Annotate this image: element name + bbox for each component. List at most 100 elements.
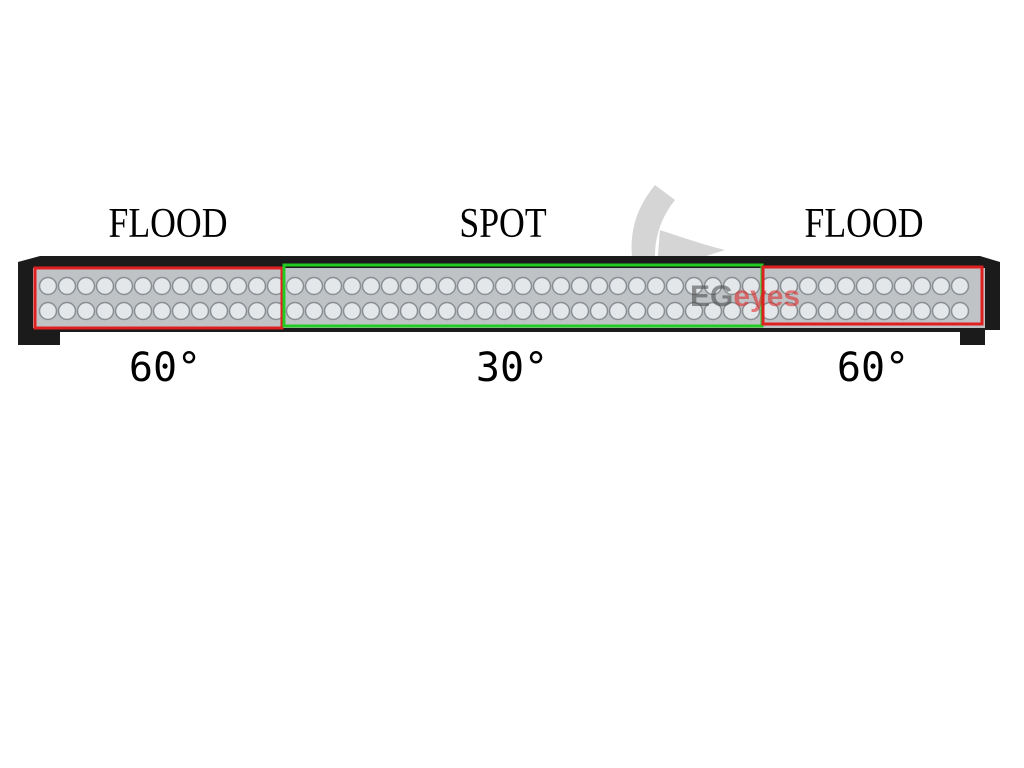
led xyxy=(209,301,229,321)
led xyxy=(171,301,191,321)
led xyxy=(836,276,856,296)
led xyxy=(931,276,951,296)
led xyxy=(380,301,400,321)
led xyxy=(76,276,96,296)
led xyxy=(817,276,837,296)
led xyxy=(475,276,495,296)
led xyxy=(114,276,134,296)
led xyxy=(399,276,419,296)
led xyxy=(893,301,913,321)
led xyxy=(133,301,153,321)
led xyxy=(494,301,514,321)
led xyxy=(342,276,362,296)
led xyxy=(741,276,761,296)
led xyxy=(418,276,438,296)
led xyxy=(684,276,704,296)
led xyxy=(912,301,932,321)
led xyxy=(57,276,77,296)
flood-right-angle: 60° xyxy=(836,345,910,391)
led xyxy=(323,276,343,296)
led xyxy=(855,276,875,296)
led xyxy=(551,276,571,296)
watermark-text-b: eyes xyxy=(733,280,801,313)
led xyxy=(570,276,590,296)
led xyxy=(703,276,723,296)
spot-label: SPOT xyxy=(459,201,547,247)
led xyxy=(437,301,457,321)
led xyxy=(304,301,324,321)
led xyxy=(589,276,609,296)
led xyxy=(133,276,153,296)
led xyxy=(855,301,875,321)
flood-left-box xyxy=(33,266,284,330)
led xyxy=(950,301,970,321)
led xyxy=(513,301,533,321)
led xyxy=(665,276,685,296)
led xyxy=(285,276,305,296)
led xyxy=(190,301,210,321)
led xyxy=(646,301,666,321)
led xyxy=(57,301,77,321)
led xyxy=(38,276,58,296)
flood-right-box xyxy=(761,265,984,326)
led xyxy=(722,276,742,296)
led xyxy=(304,276,324,296)
led xyxy=(456,301,476,321)
led xyxy=(323,301,343,321)
led xyxy=(76,301,96,321)
led xyxy=(456,276,476,296)
watermark: EGeyes xyxy=(690,280,800,314)
led xyxy=(285,301,305,321)
flood-left-label: FLOOD xyxy=(108,201,228,247)
led xyxy=(893,276,913,296)
led xyxy=(171,276,191,296)
led xyxy=(836,301,856,321)
led xyxy=(152,276,172,296)
led xyxy=(741,301,761,321)
led xyxy=(589,301,609,321)
led xyxy=(779,276,799,296)
led xyxy=(38,301,58,321)
led xyxy=(779,301,799,321)
led xyxy=(228,276,248,296)
led xyxy=(627,301,647,321)
flood-left-angle: 60° xyxy=(128,345,202,391)
led xyxy=(570,301,590,321)
led xyxy=(874,301,894,321)
led xyxy=(722,301,742,321)
led xyxy=(475,301,495,321)
led xyxy=(152,301,172,321)
led xyxy=(798,276,818,296)
led xyxy=(627,276,647,296)
led xyxy=(190,276,210,296)
led xyxy=(494,276,514,296)
led xyxy=(684,301,704,321)
led xyxy=(874,276,894,296)
led xyxy=(551,301,571,321)
watermark-text-a: EG xyxy=(690,280,734,313)
led xyxy=(380,276,400,296)
led xyxy=(95,276,115,296)
led xyxy=(399,301,419,321)
led xyxy=(532,301,552,321)
led xyxy=(665,301,685,321)
led xyxy=(608,276,628,296)
led xyxy=(342,301,362,321)
led xyxy=(228,301,248,321)
led xyxy=(532,276,552,296)
led xyxy=(703,301,723,321)
led xyxy=(513,276,533,296)
led xyxy=(361,301,381,321)
led xyxy=(437,276,457,296)
led xyxy=(247,301,267,321)
led xyxy=(646,276,666,296)
led xyxy=(418,301,438,321)
led xyxy=(608,301,628,321)
led xyxy=(95,301,115,321)
led xyxy=(912,276,932,296)
flood-right-label: FLOOD xyxy=(804,201,924,247)
led xyxy=(798,301,818,321)
led xyxy=(950,276,970,296)
led xyxy=(114,301,134,321)
